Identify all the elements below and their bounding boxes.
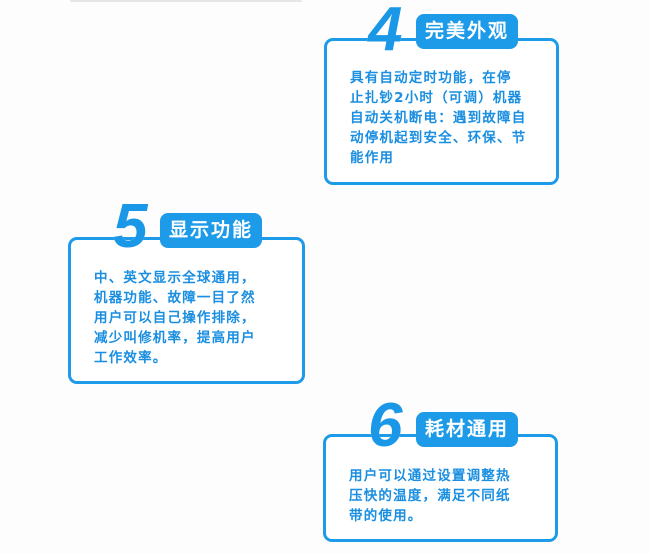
divider [70,0,302,2]
text-line: 带的使用。 [349,508,423,524]
text-line: 用户可以通过设置调整热 [349,468,511,484]
text-line: 工作效率。 [94,350,168,366]
text-line: 中、英文显示全球通用， [94,270,256,286]
feature-number-5: 5 [113,192,148,261]
text-line: 压快的温度，满足不同纸 [349,488,511,504]
text-line: 具有自动定时功能，在停 [350,70,512,86]
text-line: 减少叫修机率，提高用户 [94,330,256,346]
feature-description-4: 具有自动定时功能，在停止扎钞2小时（可调）机器自动关机断电：遇到故障自动停机起到… [350,68,526,168]
feature-title-6: 耗材通用 [416,412,518,447]
feature-number-6: 6 [368,391,403,460]
text-line: 机器功能、故障一目了然 [94,290,256,306]
text-line: 止扎钞2小时（可调）机器 [350,90,523,106]
feature-description-5: 中、英文显示全球通用， 机器功能、故障一目了然用户可以自己操作排除， 减少叫修机率，… [94,268,256,368]
text-line: 动停机起到安全、环保、节 [350,130,527,146]
feature-number-4: 4 [368,0,403,64]
text-line: 自动关机断电：遇到故障自 [350,110,527,126]
feature-description-6: 用户可以通过设置调整热压快的温度，满足不同纸带的使用。 [349,466,511,526]
feature-title-4: 完美外观 [416,14,518,49]
text-line: 用户可以自己操作排除， [94,310,256,326]
text-line: 能作用 [350,150,395,166]
feature-title-5: 显示功能 [160,213,262,248]
feature-card-6 [323,434,558,542]
feature-card-5 [68,237,305,384]
